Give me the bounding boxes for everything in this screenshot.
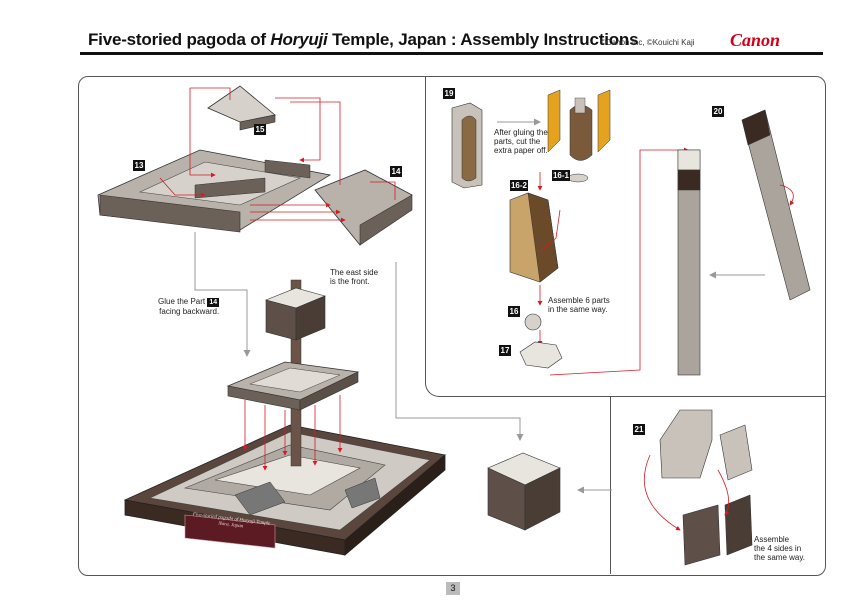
pagoda-base xyxy=(123,424,446,556)
brand-logo: Canon xyxy=(730,30,781,50)
roof-side-part-14 xyxy=(314,169,413,246)
pillar-cap-box xyxy=(265,287,326,341)
step-16-2-badge: 16-2 xyxy=(510,180,528,191)
step-14-badge: 14 xyxy=(390,166,402,177)
finial-cut-result xyxy=(547,89,611,161)
page-title: Five-storied pagoda of Horyuji Temple, J… xyxy=(88,30,639,49)
title-rule xyxy=(80,52,823,55)
page-number: 3 xyxy=(446,582,460,595)
base-ring-part-17 xyxy=(519,341,563,369)
step-16-1-badge: 16-1 xyxy=(552,170,570,181)
roof-top-part-15 xyxy=(207,85,276,131)
instruction-frame xyxy=(78,76,826,576)
ring-part-16 xyxy=(524,313,542,331)
step-20-badge: 20 xyxy=(712,106,724,117)
step-19-badge: 19 xyxy=(443,88,455,99)
step-21-badge: 21 xyxy=(633,424,645,435)
step-16-badge: 16 xyxy=(508,306,520,317)
step-13-badge: 13 xyxy=(133,160,145,171)
copyright-text: ©Canon Inc, ©Kouichi Kaji xyxy=(600,38,695,47)
middle-roof-tier xyxy=(226,361,360,411)
glue-note: Glue the Part 14 facing backward. xyxy=(158,297,220,316)
step-17-badge: 17 xyxy=(499,345,511,356)
spire-part-16-2 xyxy=(509,192,559,283)
step-15-badge: 15 xyxy=(254,124,266,135)
panel-bottom-right xyxy=(610,396,825,574)
panel-top-right xyxy=(425,76,825,397)
box-sides-part-21 xyxy=(659,409,753,566)
finial-part-19 xyxy=(451,102,483,189)
spire-pole-part-20 xyxy=(677,109,811,376)
roof-box-part xyxy=(487,452,561,531)
